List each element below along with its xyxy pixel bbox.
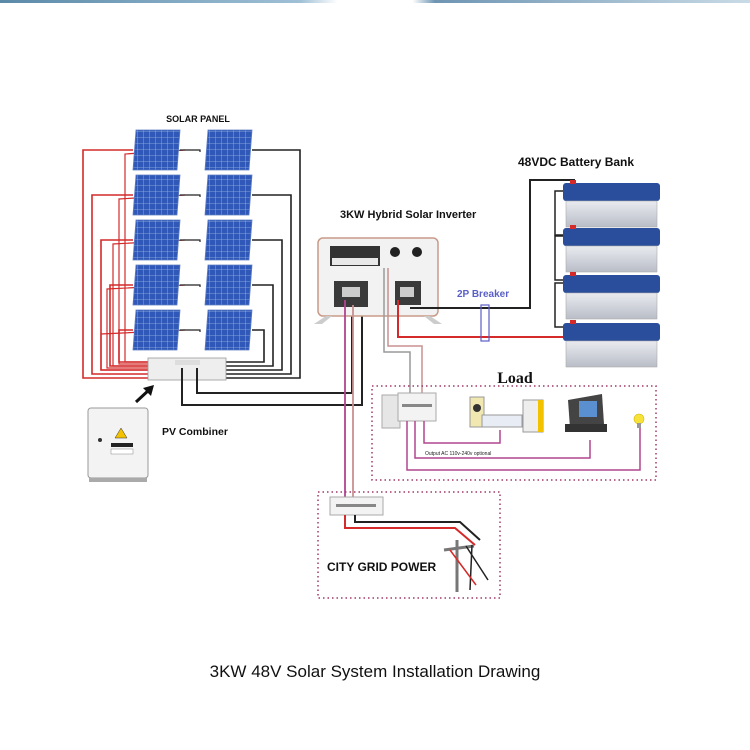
solar-panel bbox=[204, 174, 253, 216]
pv-positive-wire bbox=[181, 305, 363, 406]
battery-link-wire bbox=[554, 190, 563, 236]
solar-panel bbox=[132, 264, 181, 306]
ac-output-wire bbox=[383, 268, 411, 396]
battery-negative-wire bbox=[410, 179, 575, 309]
negative-string-wire bbox=[215, 194, 292, 375]
negative-string-wire bbox=[180, 329, 201, 332]
pv-negative-wire bbox=[196, 305, 353, 394]
diagram-caption: 3KW 48V Solar System Installation Drawin… bbox=[209, 662, 541, 681]
battery-terminal bbox=[570, 180, 576, 184]
inverter-label: 3KW Hybrid Solar Inverter bbox=[340, 209, 477, 221]
negative-string-wire bbox=[180, 149, 201, 152]
battery bbox=[563, 225, 660, 273]
negative-string-wire bbox=[215, 239, 283, 371]
hybrid-inverter bbox=[314, 237, 442, 324]
load-circuit-2 bbox=[414, 421, 591, 459]
negative-string-wire bbox=[215, 284, 274, 367]
positive-string-wire bbox=[109, 284, 160, 367]
ac-output-wire-2 bbox=[387, 268, 423, 396]
grid-line-black bbox=[354, 515, 481, 541]
pv-combiner-terminal bbox=[147, 357, 227, 381]
positive-string-wire bbox=[82, 149, 160, 379]
solar-panel bbox=[204, 219, 253, 261]
grid-line-red bbox=[344, 515, 476, 546]
stereo-system-icon bbox=[469, 396, 544, 433]
battery-terminal bbox=[570, 320, 576, 324]
load-circuit-1 bbox=[423, 421, 501, 444]
positive-string-wire bbox=[118, 329, 160, 363]
solar-panel bbox=[132, 219, 181, 261]
output-note: Output AC 110v-240v optional bbox=[425, 451, 491, 457]
battery-link-wire bbox=[554, 235, 563, 281]
solar-panel bbox=[204, 264, 253, 306]
solar-panel bbox=[132, 174, 181, 216]
solar-panel bbox=[132, 129, 181, 171]
negative-string-wire bbox=[180, 239, 201, 242]
battery bbox=[563, 272, 660, 320]
negative-string-wire bbox=[180, 194, 201, 197]
battery-bank-label: 48VDC Battery Bank bbox=[518, 155, 634, 169]
city-grid-zone bbox=[317, 491, 501, 599]
battery-link-wire bbox=[554, 282, 563, 328]
arrow-icon bbox=[134, 385, 154, 404]
battery bbox=[563, 320, 660, 368]
light-bulb-icon bbox=[633, 413, 645, 428]
battery-positive-wire bbox=[397, 300, 575, 338]
battery-terminal bbox=[570, 225, 576, 229]
distribution-board bbox=[381, 392, 437, 429]
solar-panel bbox=[204, 129, 253, 171]
grid-meter-box bbox=[329, 496, 384, 516]
panel-wiring bbox=[82, 149, 301, 379]
solar-panel-label: SOLAR PANEL bbox=[166, 114, 230, 124]
solar-panel bbox=[132, 309, 181, 351]
battery bbox=[563, 180, 660, 228]
2p-breaker bbox=[480, 304, 490, 342]
negative-string-wire bbox=[215, 329, 265, 363]
utility-pole-icon bbox=[443, 540, 489, 592]
pv-combiner-label: PV Combiner bbox=[162, 426, 228, 438]
negative-string-wire bbox=[180, 284, 201, 287]
battery-stack bbox=[554, 180, 660, 368]
city-grid-label: CITY GRID POWER bbox=[327, 560, 436, 574]
pv-combiner-box bbox=[87, 407, 149, 482]
battery-terminal bbox=[570, 272, 576, 276]
top-edge-strip bbox=[0, 0, 750, 3]
negative-string-wire bbox=[215, 149, 301, 379]
solar-panel-array bbox=[132, 129, 253, 351]
solar-panel bbox=[204, 309, 253, 351]
breaker-label: 2P Breaker bbox=[457, 289, 509, 300]
monitor-icon bbox=[565, 394, 607, 432]
load-circuit-3 bbox=[406, 421, 641, 471]
positive-string-wire bbox=[91, 194, 160, 375]
load-label: Load bbox=[497, 370, 533, 387]
